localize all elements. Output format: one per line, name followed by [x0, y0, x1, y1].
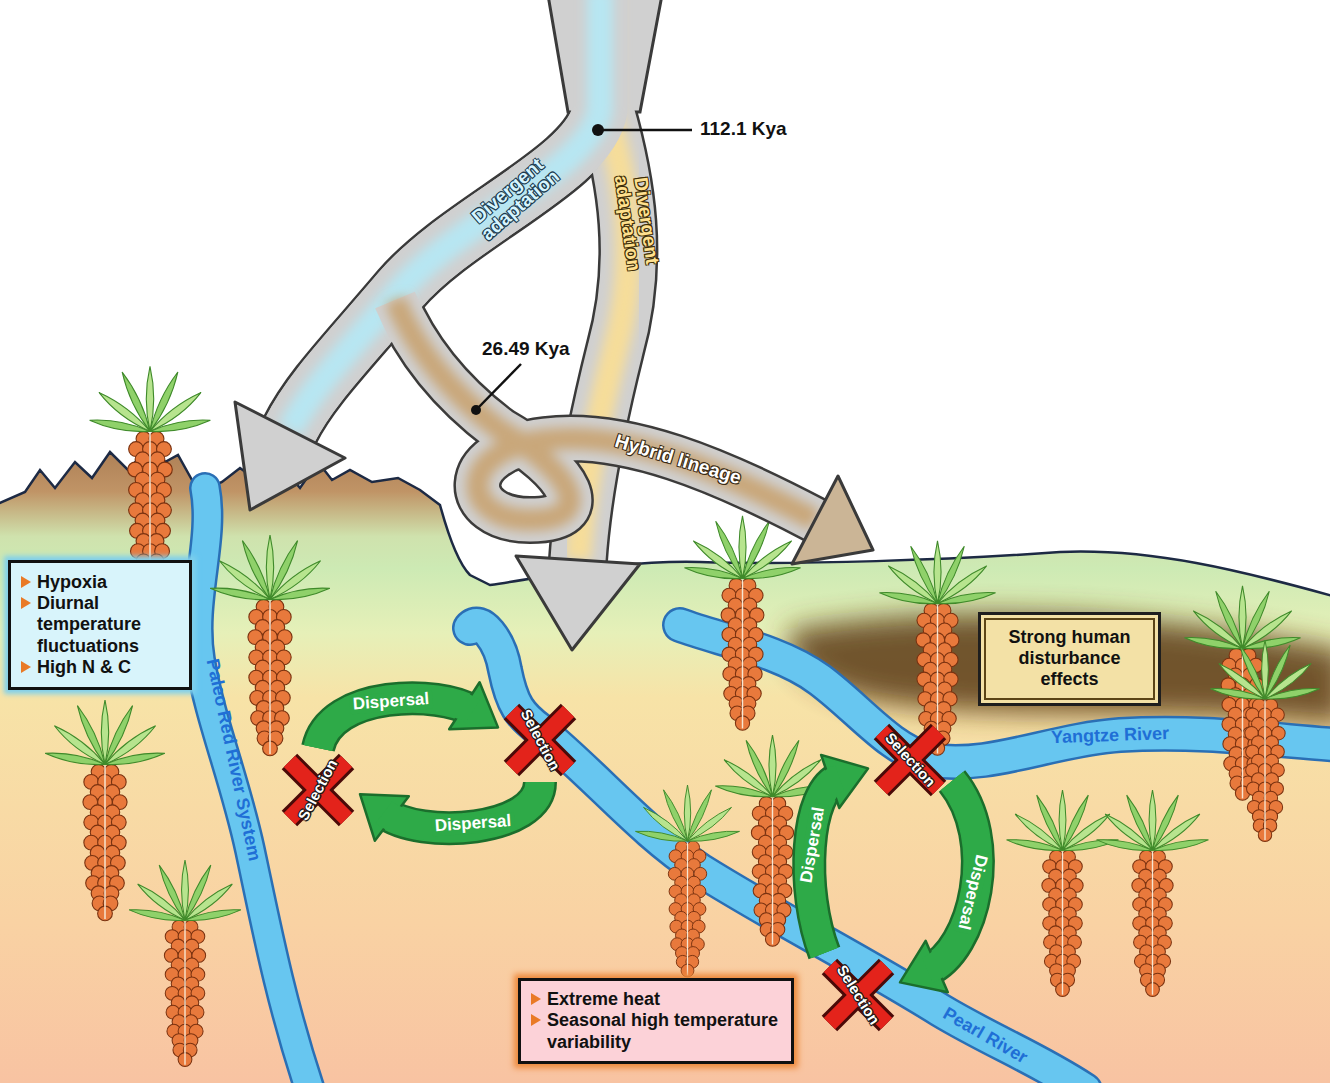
arrow-outline — [395, 300, 815, 520]
river-label: Yangtze River — [1051, 724, 1170, 748]
bullet-item: Hypoxia — [19, 572, 181, 593]
time-dot — [592, 124, 604, 136]
palm-tree — [684, 516, 800, 730]
palm-tree — [636, 785, 740, 977]
lineage-arrows — [235, 0, 873, 650]
selection-mark: Selection — [868, 718, 952, 802]
time-label: 26.49 Kya — [482, 339, 570, 360]
land-and-mountains — [0, 448, 1330, 1083]
leader-line — [476, 364, 521, 410]
time-dot — [471, 405, 481, 415]
palm-tree — [1097, 790, 1209, 996]
palm-tree — [1007, 790, 1119, 996]
palm-tree — [129, 860, 241, 1066]
condition-box: HypoxiaDiurnal temperature fluctuationsH… — [8, 560, 192, 690]
bullet-item: High N & C — [19, 657, 181, 678]
palm-tree — [90, 366, 211, 589]
dispersal-arrow — [360, 782, 540, 841]
palm-tree — [1210, 640, 1319, 842]
bullet-item: Diurnal temperature fluctuations — [19, 593, 181, 657]
disturbance-box: Strong human disturbance effects — [978, 612, 1161, 706]
dispersal-arrow — [318, 682, 498, 748]
leader-line — [598, 129, 692, 132]
selection-mark: Selection — [276, 748, 360, 832]
selection-mark: Selection — [498, 698, 582, 782]
palm-trees — [45, 366, 1319, 1066]
condition-box: Extreme heatSeasonal high temperature va… — [518, 978, 794, 1064]
box-text: Strong human disturbance effects — [993, 627, 1146, 691]
arrow-head — [235, 402, 345, 510]
arrow-tint — [395, 300, 815, 520]
arrow-body — [395, 300, 815, 520]
arrow-head — [516, 556, 640, 650]
arrow-head — [792, 476, 873, 564]
selection-mark: Selection — [816, 953, 900, 1037]
bullet-item: Extreme heat — [529, 989, 783, 1010]
rivers — [198, 488, 1330, 1083]
time-markers — [471, 124, 692, 415]
time-label: 112.1 Kya — [700, 119, 787, 140]
palm-tree — [45, 700, 165, 921]
bullet-item: Seasonal high temperature variability — [529, 1010, 783, 1052]
